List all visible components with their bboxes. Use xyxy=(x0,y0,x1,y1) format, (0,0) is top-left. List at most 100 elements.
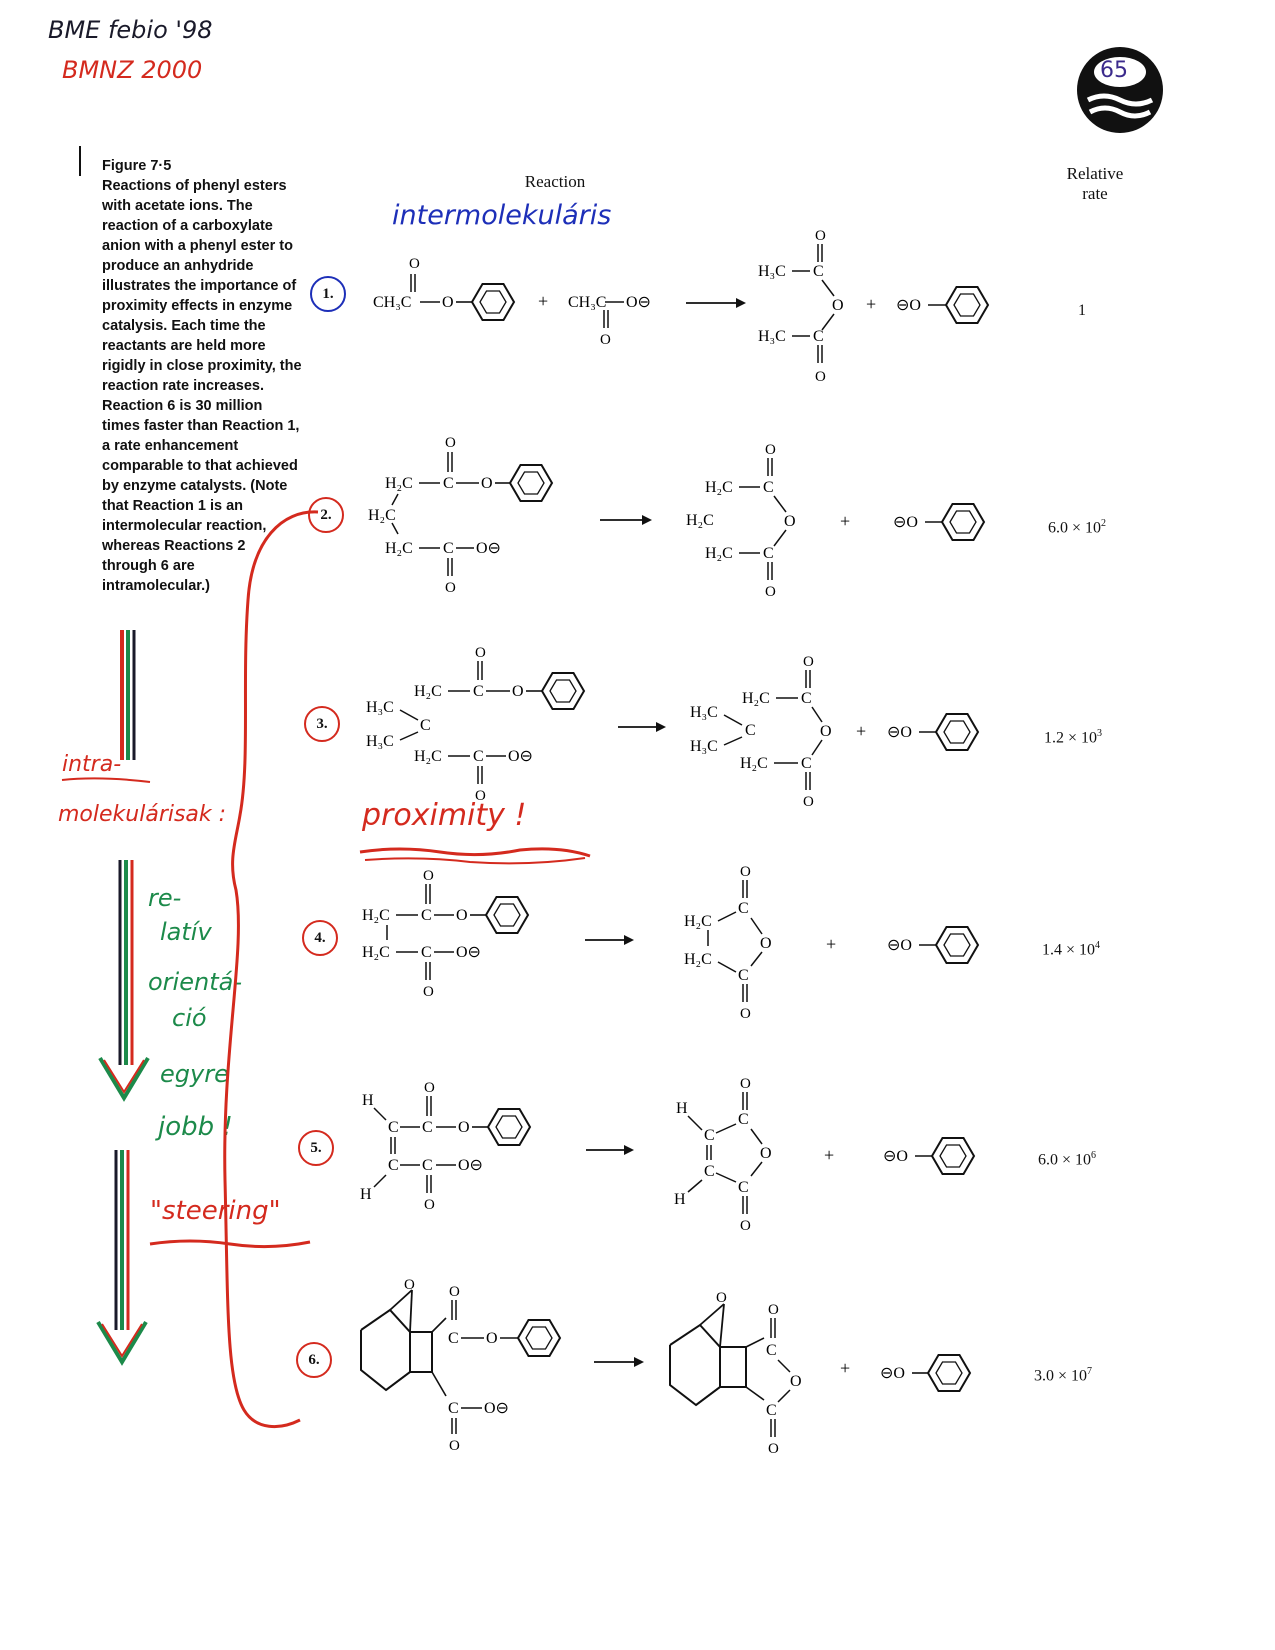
r3-c-top: C xyxy=(473,683,484,700)
r4-prod-h2c-top: H₂C xyxy=(684,913,712,930)
r3-ester-o: O xyxy=(512,683,524,700)
rate-6-value: 3.0 × 10 xyxy=(1034,1367,1088,1385)
r3-prod-h2c-bot: H₂C xyxy=(740,755,768,772)
r3-h3c-bot: H₃C xyxy=(366,733,394,750)
r5-prod-c3: C xyxy=(704,1163,715,1180)
r4-plus: + xyxy=(826,934,836,954)
note-orientation: orientá- xyxy=(148,968,242,996)
r4-prod-o-bot: O xyxy=(740,1006,751,1022)
r1-ch3c: CH₃C xyxy=(373,294,411,311)
note-intermolecular: intermolekuláris xyxy=(392,200,612,231)
r1-acetate-o: O xyxy=(600,332,611,348)
r4-prod-c-bot: C xyxy=(738,967,749,984)
r2-o-top: O xyxy=(445,435,456,451)
arrow-down-icon xyxy=(96,1150,148,1366)
r2-plus: + xyxy=(840,511,850,531)
r2-phenoxide: ⊖O xyxy=(893,514,918,531)
r1-plus-2: + xyxy=(866,294,876,314)
page-number: 65 xyxy=(1100,58,1128,83)
r5-prod-h-top: H xyxy=(676,1100,688,1117)
r6-prod-ring-o: O xyxy=(790,1373,802,1390)
figure-caption: Figure 7·5 Reactions of phenyl esters wi… xyxy=(102,156,302,596)
column-header-rate: rate xyxy=(1082,184,1108,203)
r1-prod-o-top: O xyxy=(815,228,826,244)
arrow-down-icon xyxy=(120,630,136,760)
r1-prod-h3c-top: H₃C xyxy=(758,263,786,280)
rate-2: 6.0 × 102 xyxy=(1048,518,1188,537)
r5-prod-c2: C xyxy=(738,1111,749,1128)
r5-plus: + xyxy=(824,1145,834,1165)
reaction-number-4: 4. xyxy=(302,920,338,956)
note-egyre: egyre xyxy=(160,1060,229,1088)
note-relative: re- xyxy=(148,884,182,912)
column-header-reaction: Reaction xyxy=(524,172,586,191)
r3-prod-ring-o: O xyxy=(820,723,832,740)
r5-carbonyl-c-top: C xyxy=(422,1119,433,1136)
r5-h-top: H xyxy=(362,1092,374,1109)
r3-h3c-top: H₃C xyxy=(366,699,394,716)
r4-o-bot: O xyxy=(423,984,434,1000)
rate-4-value: 1.4 × 10 xyxy=(1042,941,1096,959)
r3-prod-o-top: O xyxy=(803,654,814,670)
reaction-3: H₃C H₃C C H₂C C O O H₂C C O⊖ O xyxy=(366,645,979,810)
r2-prod-o-bot: O xyxy=(765,584,776,600)
r1-prod-o-bot: O xyxy=(815,369,826,385)
r5-prod-c1: C xyxy=(704,1127,715,1144)
r2-prod-h2c-top: H₂C xyxy=(705,479,733,496)
rate-2-value: 6.0 × 10 xyxy=(1048,519,1102,537)
note-orientation-2: ció xyxy=(172,1004,207,1032)
r4-h2c-top: H₂C xyxy=(362,907,390,924)
r4-c-bot: C xyxy=(421,944,432,961)
arrow-down-icon xyxy=(98,860,150,1102)
r1-carbonyl-o: O xyxy=(409,256,420,272)
r5-phenoxide: ⊖O xyxy=(883,1148,908,1165)
r6-prod-c-bot: C xyxy=(766,1402,777,1419)
rate-1: 1 xyxy=(1078,302,1218,320)
r4-prod-c-top: C xyxy=(738,900,749,917)
r5-prod-o-bot: O xyxy=(740,1218,751,1234)
caption-text: Reactions of phenyl esters with acetate … xyxy=(102,178,302,594)
note-proximity: proximity ! xyxy=(362,798,527,833)
header-note-2: BMNZ 2000 xyxy=(62,56,203,84)
r3-prod-quat-c: C xyxy=(745,722,756,739)
rate-1-value: 1 xyxy=(1078,302,1086,319)
r2-prod-c-bot: C xyxy=(763,545,774,562)
r1-acetate: CH₃C xyxy=(568,294,606,311)
rate-4-exp: 4 xyxy=(1095,940,1101,951)
column-header-relative: Relative xyxy=(1066,164,1124,183)
r1-acetate-ominus: O⊖ xyxy=(626,294,651,311)
reaction-number-6: 6. xyxy=(296,1342,332,1378)
reaction-number-2: 2. xyxy=(308,497,344,533)
rate-5: 6.0 × 106 xyxy=(1038,1150,1178,1169)
reaction-5: H C C O O C C O⊖ O H xyxy=(360,1076,975,1234)
r6-prod-o-top: O xyxy=(768,1302,779,1318)
note-relative-2: latív xyxy=(160,918,212,946)
r5-h-bot: H xyxy=(360,1186,372,1203)
r6-prod-o-bot: O xyxy=(768,1441,779,1457)
r2-h2c-top: H₂C xyxy=(385,475,413,492)
reaction-1: CH₃C O O + CH₃C O⊖ O H₃C C O O xyxy=(373,228,989,385)
note-intra: intra- xyxy=(62,752,122,777)
r5-prod-o-top: O xyxy=(740,1076,751,1092)
r4-phenoxide: ⊖O xyxy=(887,937,912,954)
r3-plus: + xyxy=(856,721,866,741)
r5-ester-o: O xyxy=(458,1119,470,1136)
r6-o-top: O xyxy=(449,1284,460,1300)
r2-prod-h2c-mid: H₂C xyxy=(686,512,714,529)
r2-h2c-mid: H₂C xyxy=(368,507,396,524)
r5-o-top: O xyxy=(424,1080,435,1096)
rate-3-exp: 3 xyxy=(1097,728,1103,739)
r3-prod-h3c-top: H₃C xyxy=(690,704,718,721)
r3-h2c-top: H₂C xyxy=(414,683,442,700)
r2-prod-o-top: O xyxy=(765,442,776,458)
r6-bridge-o: O xyxy=(404,1277,415,1293)
r5-ominus: O⊖ xyxy=(458,1157,483,1174)
r2-c-bot: C xyxy=(443,540,454,557)
r3-prod-o-bot: O xyxy=(803,794,814,810)
rate-2-exp: 2 xyxy=(1101,518,1107,529)
r5-prod-c4: C xyxy=(738,1179,749,1196)
reaction-number-3: 3. xyxy=(304,706,340,742)
r3-phenoxide: ⊖O xyxy=(887,724,912,741)
r4-c-top: C xyxy=(421,907,432,924)
